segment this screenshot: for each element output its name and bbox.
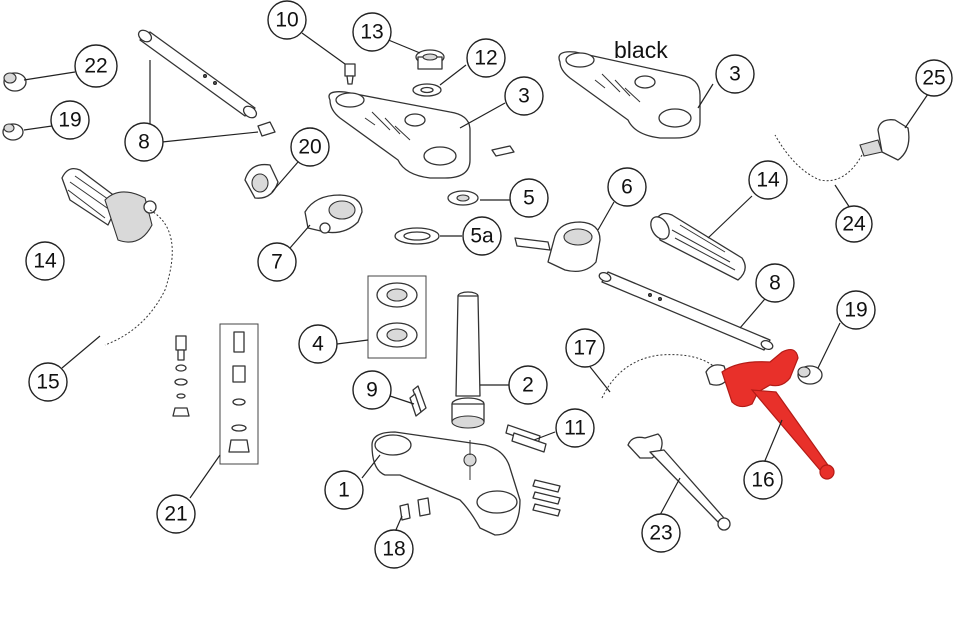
part-11-bolts xyxy=(505,424,547,453)
callout-8-lower: 8 xyxy=(755,263,795,303)
svg-text:3: 3 xyxy=(518,85,530,108)
part-3-upper-triple-clamp xyxy=(328,91,471,179)
svg-text:12: 12 xyxy=(474,47,497,70)
part-21-hardware-boxed xyxy=(219,323,259,465)
svg-text:19: 19 xyxy=(844,299,867,322)
svg-text:8: 8 xyxy=(769,272,781,295)
part-22-cap xyxy=(3,72,27,92)
part-7-bar-clamp xyxy=(304,194,363,234)
callout-10: 10 xyxy=(267,0,307,40)
part-19-cap-left xyxy=(2,123,24,141)
svg-text:3: 3 xyxy=(729,63,741,86)
svg-text:22: 22 xyxy=(84,55,107,78)
callout-3-black: 3 xyxy=(715,54,755,94)
svg-text:8: 8 xyxy=(138,131,150,154)
part-17-clutch-cable xyxy=(601,354,719,399)
part-18-fasteners xyxy=(399,497,431,521)
svg-text:16: 16 xyxy=(751,469,774,492)
svg-text:24: 24 xyxy=(842,213,866,236)
svg-text:17: 17 xyxy=(573,337,596,360)
callout-14-right: 14 xyxy=(748,160,788,200)
part-6-bar-clamp xyxy=(514,221,601,273)
callout-17: 17 xyxy=(565,328,605,368)
svg-text:9: 9 xyxy=(366,379,378,402)
color-note-label: black xyxy=(614,37,668,63)
callout-22: 22 xyxy=(74,44,118,88)
part-4-bearings xyxy=(367,275,427,359)
svg-text:11: 11 xyxy=(564,417,586,440)
part-12-washer xyxy=(412,83,442,97)
svg-text:15: 15 xyxy=(36,371,59,394)
callout-1: 1 xyxy=(324,470,364,510)
part-5-bearing-race xyxy=(447,190,479,206)
callout-5a: 5a xyxy=(462,216,502,256)
svg-text:13: 13 xyxy=(360,21,383,44)
callout-15: 15 xyxy=(28,362,68,402)
part-15-throttle-cable xyxy=(104,209,173,346)
svg-text:5a: 5a xyxy=(470,225,494,248)
svg-text:19: 19 xyxy=(58,109,81,132)
part-8-handlebar-lower xyxy=(598,271,774,351)
part-19-cap-right xyxy=(797,365,823,385)
callout-7: 7 xyxy=(257,242,297,282)
part-25-kill-switch xyxy=(859,119,910,161)
svg-text:14: 14 xyxy=(33,250,57,273)
part-9-bolts xyxy=(409,385,427,417)
callout-11: 11 xyxy=(555,408,595,448)
part-13-stem-nut xyxy=(415,49,445,70)
callout-21: 21 xyxy=(156,494,196,534)
svg-text:18: 18 xyxy=(382,538,405,561)
part-21-hardware-left xyxy=(172,335,190,417)
svg-text:23: 23 xyxy=(649,522,672,545)
callout-19-right: 19 xyxy=(836,290,876,330)
svg-text:6: 6 xyxy=(621,176,633,199)
part-1-bolts xyxy=(532,479,561,517)
callout-6: 6 xyxy=(607,167,647,207)
part-23-spare-lever xyxy=(627,433,731,531)
svg-text:7: 7 xyxy=(271,251,283,274)
svg-text:21: 21 xyxy=(164,503,187,526)
svg-text:1: 1 xyxy=(338,479,350,502)
callout-8-upper: 8 xyxy=(124,122,164,162)
part-14-throttle-grip xyxy=(61,167,157,243)
callout-2: 2 xyxy=(508,365,548,405)
callout-4: 4 xyxy=(298,324,338,364)
part-3-clamp-bolt xyxy=(491,145,515,157)
callout-16: 16 xyxy=(743,460,783,500)
callout-9: 9 xyxy=(352,370,392,410)
leader-lines xyxy=(23,32,929,533)
part-1-lower-triple-clamp xyxy=(371,431,521,536)
callout-19-left: 19 xyxy=(50,100,90,140)
callout-25: 25 xyxy=(915,59,953,97)
svg-text:25: 25 xyxy=(922,67,945,90)
callout-12: 12 xyxy=(466,38,506,78)
svg-text:4: 4 xyxy=(312,333,324,356)
svg-text:20: 20 xyxy=(298,136,321,159)
callout-20: 20 xyxy=(290,127,330,167)
part-14-grip-right xyxy=(650,212,746,281)
callout-24: 24 xyxy=(835,205,873,243)
part-3-upper-triple-clamp-black xyxy=(558,51,701,139)
part-8-bolt xyxy=(257,121,276,137)
callout-18: 18 xyxy=(374,529,414,569)
part-5a-seal xyxy=(394,227,440,245)
part-2-steering-stem xyxy=(451,291,485,429)
part-24-switch-cable xyxy=(774,134,863,182)
part-20-clamp xyxy=(244,163,279,199)
callout-5: 5 xyxy=(509,178,549,218)
svg-text:5: 5 xyxy=(523,187,535,210)
svg-text:2: 2 xyxy=(522,374,534,397)
svg-text:10: 10 xyxy=(275,9,298,32)
part-10-bolt xyxy=(344,63,356,85)
callout-13: 13 xyxy=(352,12,392,52)
part-16-clutch-lever-highlighted xyxy=(705,348,835,480)
callout-3-center: 3 xyxy=(504,76,544,116)
part-8-handlebar-upper xyxy=(137,29,258,119)
callout-23: 23 xyxy=(641,513,681,553)
svg-text:14: 14 xyxy=(756,169,780,192)
callout-14-left: 14 xyxy=(25,241,65,281)
